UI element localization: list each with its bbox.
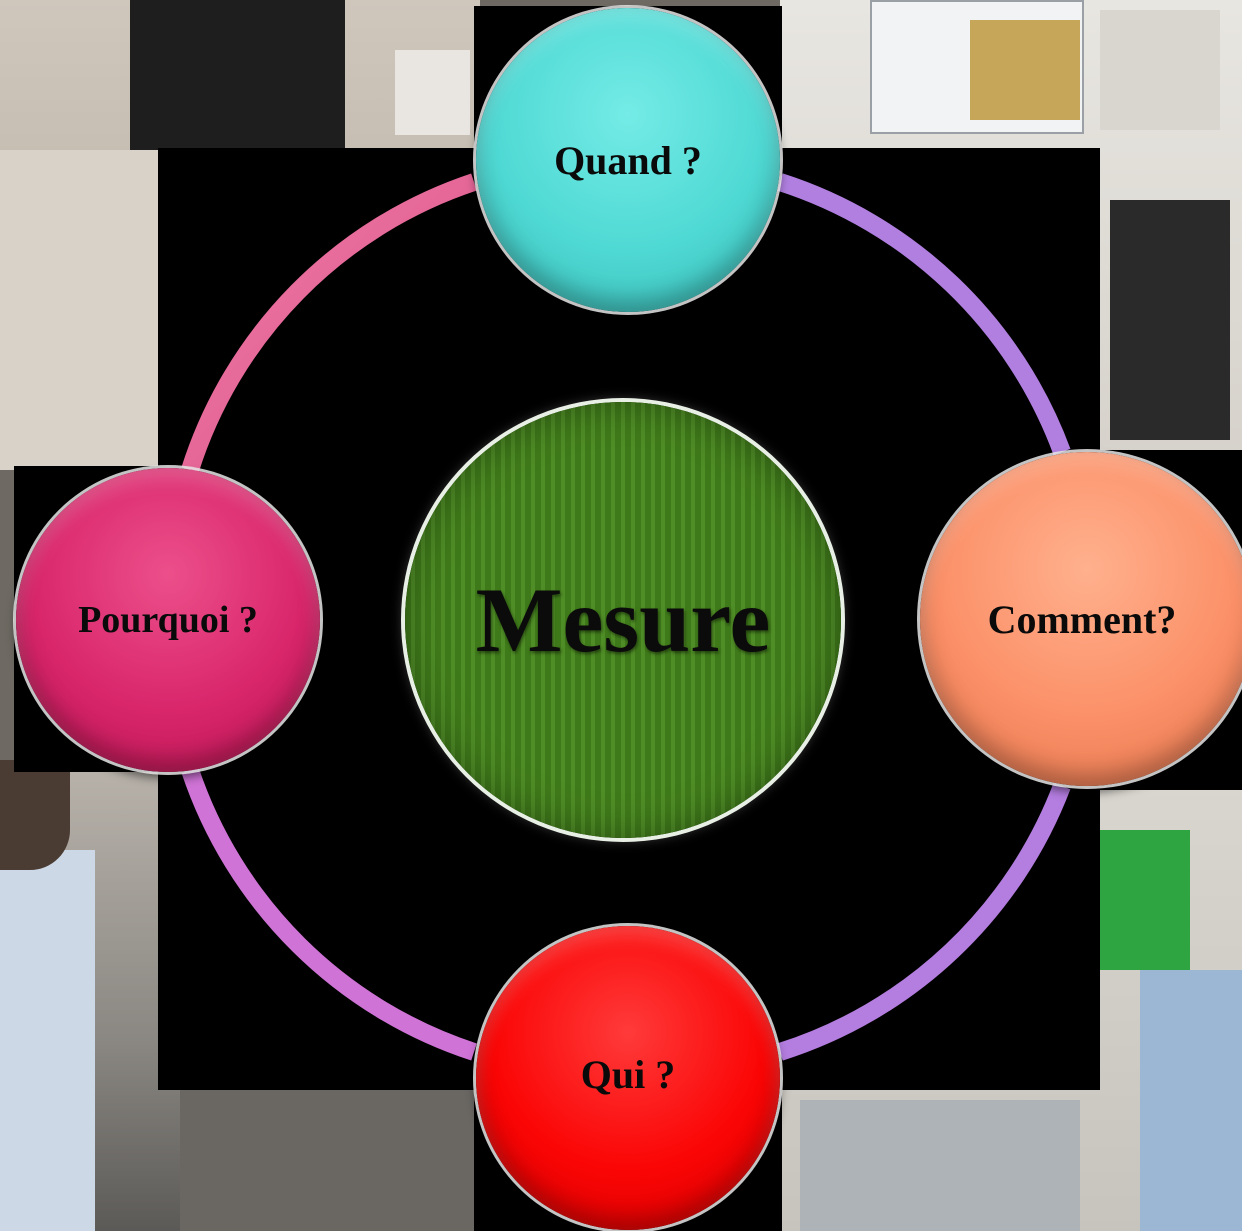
ring-arc-bottom-right bbox=[777, 782, 1071, 1061]
ring-arc-top-left bbox=[181, 173, 477, 473]
node-pourquoi-label: Pourquoi ? bbox=[78, 599, 258, 641]
center-circle-mesure: Mesure bbox=[405, 402, 841, 838]
center-label: Mesure bbox=[475, 569, 771, 671]
node-comment-label: Comment? bbox=[987, 596, 1177, 642]
node-quand: Quand ? bbox=[476, 8, 780, 312]
node-qui: Qui ? bbox=[476, 926, 780, 1230]
ring-arc-bottom-left bbox=[181, 767, 477, 1061]
node-pourquoi: Pourquoi ? bbox=[16, 468, 320, 772]
node-qui-label: Qui ? bbox=[580, 1051, 676, 1097]
node-comment: Comment? bbox=[920, 452, 1242, 786]
node-quand-label: Quand ? bbox=[554, 137, 702, 183]
ring-arc-top-right bbox=[777, 173, 1071, 456]
